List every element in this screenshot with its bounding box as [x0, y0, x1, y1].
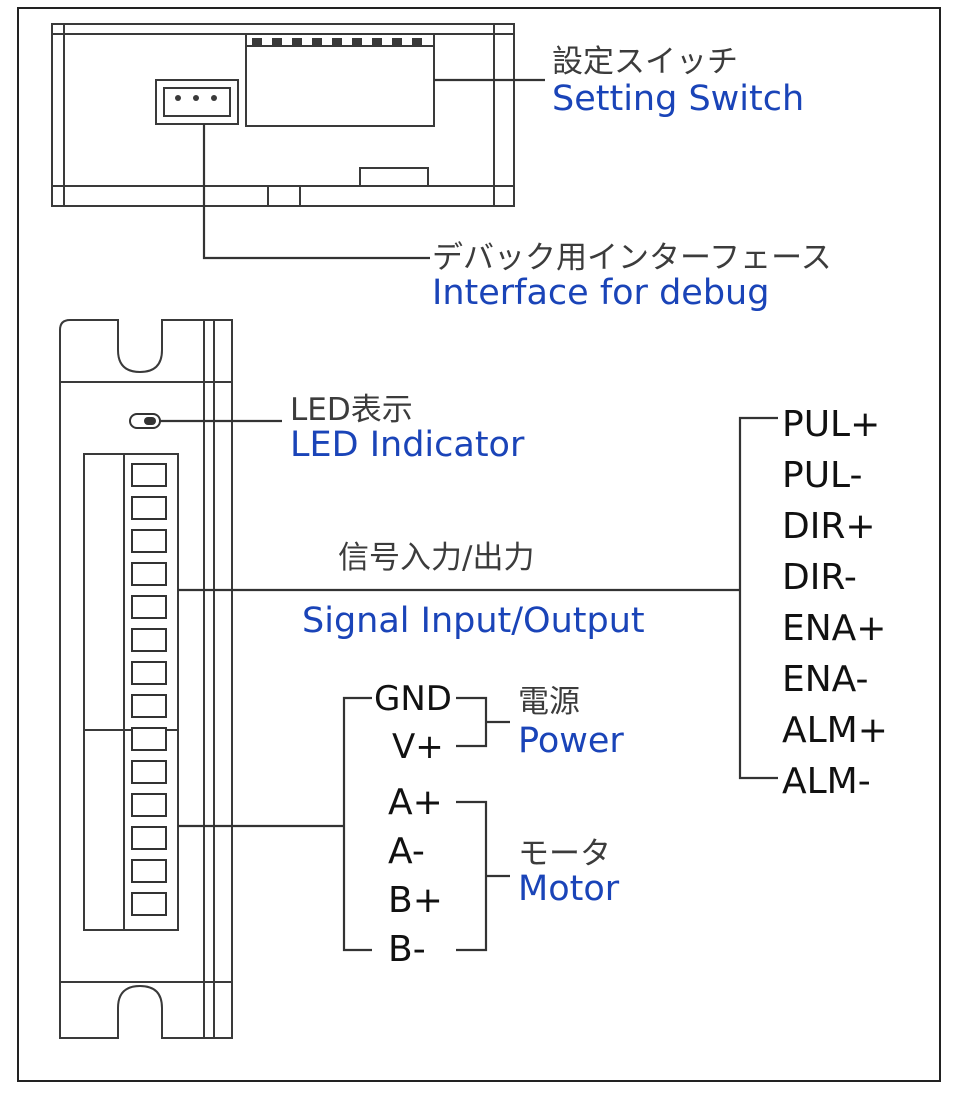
signal-pin-label: PUL+: [782, 404, 880, 445]
terminal-screw: [131, 661, 167, 685]
motor-pin-list: A+ A- B+ B-: [388, 782, 443, 970]
terminal-screw: [131, 595, 167, 619]
signal-label-ja: 信号入力/出力: [338, 540, 534, 576]
driver-front-body: [59, 319, 233, 1039]
dip-switch-teeth: [252, 38, 422, 46]
terminal-screw: [131, 463, 167, 487]
power-bracket: [456, 696, 488, 748]
terminal-screw: [131, 529, 167, 553]
debug-interface-label-ja: デバック用インターフェース: [432, 240, 832, 276]
signal-pin-list: PUL+ PUL- DIR+ DIR- ENA+ ENA- ALM+ ALM-: [782, 404, 888, 802]
setting-switch-label-en: Setting Switch: [552, 79, 804, 119]
power-label-en: Power: [518, 721, 624, 761]
terminal-screw: [131, 826, 167, 850]
signal-label-en: Signal Input/Output: [302, 601, 645, 641]
driver-top-view: [51, 23, 515, 207]
terminal-screw: [131, 892, 167, 916]
terminal-screw: [131, 793, 167, 817]
debug-connector: [155, 79, 239, 125]
terminal-screw: [131, 859, 167, 883]
power-label-ja: 電源: [518, 684, 580, 720]
signal-pin-label: DIR+: [782, 506, 876, 547]
power-motor-bracket: [342, 696, 372, 952]
signal-pin-label: ENA-: [782, 659, 869, 700]
signal-pin-bracket: [738, 416, 778, 780]
motor-pin-label: A-: [388, 831, 425, 872]
led-label-ja: LED表示: [290, 392, 413, 428]
debug-interface-label-en: Interface for debug: [432, 273, 769, 313]
signal-pin-label: PUL-: [782, 455, 862, 496]
signal-pin-label: DIR-: [782, 557, 857, 598]
signal-pin-label: ENA+: [782, 608, 886, 649]
motor-pin-label: A+: [388, 782, 443, 823]
signal-pin-label: ALM-: [782, 761, 871, 802]
motor-pin-label: B-: [388, 929, 426, 970]
setting-switch-label-ja: 設定スイッチ: [552, 44, 738, 80]
power-pin-label: V+: [392, 727, 444, 767]
motor-label-ja: モータ: [518, 836, 611, 872]
power-pin-list: GND V+: [374, 679, 452, 767]
terminal-screw: [131, 562, 167, 586]
motor-label-en: Motor: [518, 869, 620, 909]
driver-front-view: [59, 319, 233, 1039]
driver-top-body: [51, 23, 515, 207]
terminal-screw: [131, 727, 167, 751]
signal-terminal-block: [83, 453, 179, 731]
outer-frame: [17, 7, 941, 1082]
terminal-screw: [131, 628, 167, 652]
terminal-screw: [131, 694, 167, 718]
power-pin-label: GND: [374, 679, 452, 719]
terminal-screw: [131, 760, 167, 784]
motor-pin-label: B+: [388, 880, 443, 921]
debug-leader: [202, 124, 430, 260]
motor-bracket: [456, 800, 488, 952]
terminal-screws: [131, 463, 167, 916]
signal-pin-label: ALM+: [782, 710, 888, 751]
led-label-en: LED Indicator: [290, 425, 525, 465]
setting-switch-block: [245, 33, 435, 127]
terminal-screw: [131, 496, 167, 520]
